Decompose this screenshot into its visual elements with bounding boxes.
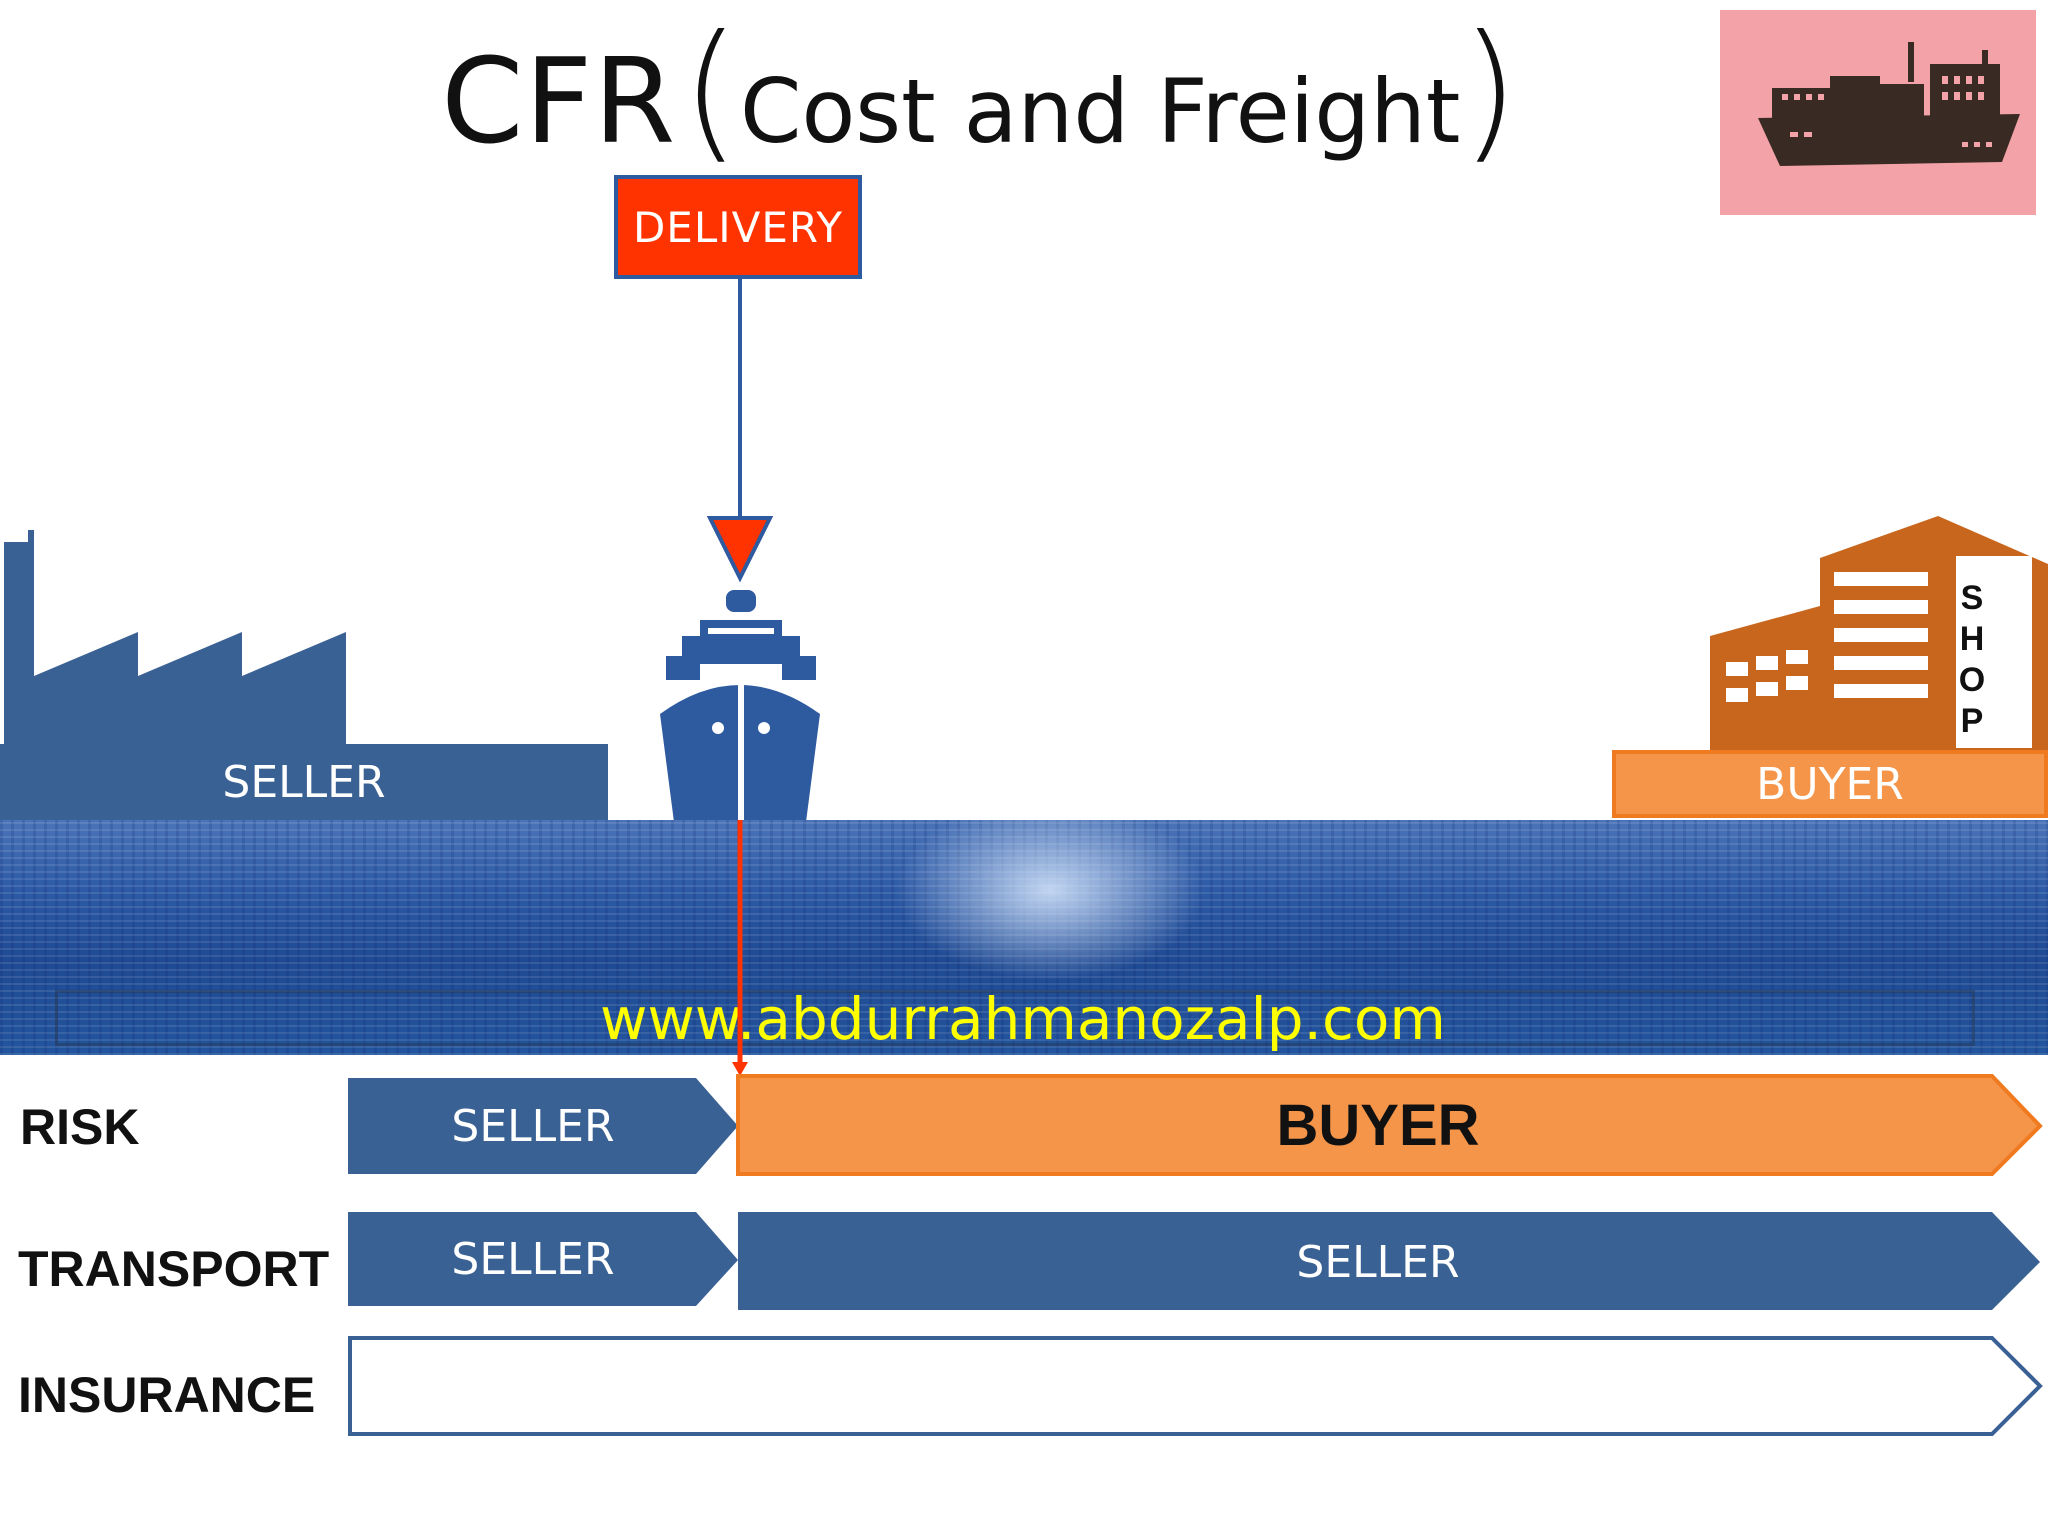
delivery-box: DELIVERY xyxy=(614,175,862,279)
shop-letter: P xyxy=(1960,702,1984,740)
row-label-transport: TRANSPORT xyxy=(18,1241,330,1297)
ship-front-icon xyxy=(660,590,820,822)
risk-buyer-arrow xyxy=(736,1074,2043,1176)
shop-letter: O xyxy=(1958,661,1986,699)
buyer-bar: BUYER xyxy=(1612,750,2048,818)
title-full: Cost and Freight xyxy=(740,60,1461,163)
shop-building-icon xyxy=(1710,516,2048,750)
ship-thumbnail xyxy=(1720,10,2036,215)
row-label-risk: RISK xyxy=(20,1099,140,1155)
title-abbr: CFR xyxy=(441,32,677,170)
insurance-left-text xyxy=(350,1338,1990,1434)
insurance-arrow xyxy=(348,1336,2043,1436)
risk-seller-arrow xyxy=(348,1078,738,1174)
title-open-paren: ( xyxy=(681,4,741,178)
shop-letter: H xyxy=(1959,620,1985,658)
sea-background xyxy=(0,820,2048,1055)
factory-icon xyxy=(4,530,346,748)
transport-seller-text-2: SELLER xyxy=(1296,1236,1460,1288)
transport-seller-text: SELLER xyxy=(451,1233,615,1285)
risk-buyer-text: BUYER xyxy=(1276,1092,1480,1158)
seller-bar: SELLER xyxy=(0,744,608,820)
row-label-insurance: INSURANCE xyxy=(18,1367,316,1423)
sea-frame xyxy=(55,990,1975,1046)
cargo-ship-icon xyxy=(1758,42,2020,166)
transport-seller-arrow xyxy=(348,1212,738,1306)
risk-seller-text: SELLER xyxy=(451,1100,615,1152)
shop-letter: S xyxy=(1960,579,1984,617)
page-title: CFR (Cost and Freight) xyxy=(0,4,1960,178)
title-close-paren: ) xyxy=(1460,4,1519,178)
transport-seller-arrow-2 xyxy=(738,1212,2040,1310)
shop-sign: S H O P xyxy=(1956,578,1988,742)
